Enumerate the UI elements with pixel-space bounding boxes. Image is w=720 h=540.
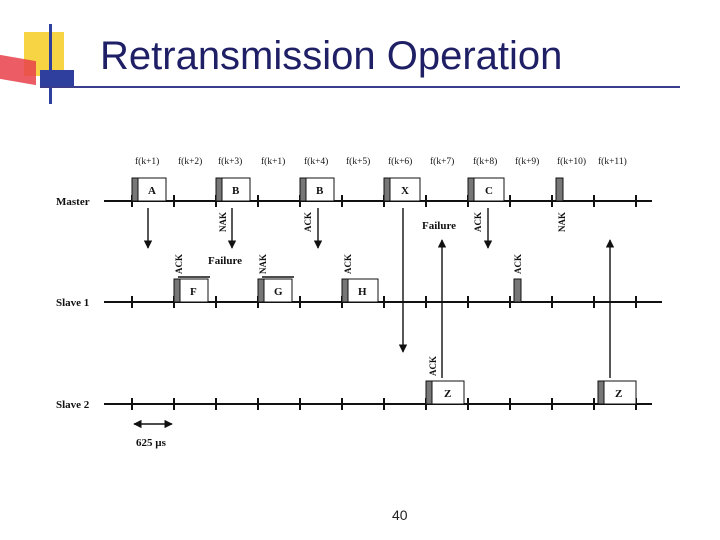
slave2-packet-z: Z xyxy=(425,380,465,405)
svg-text:X: X xyxy=(401,185,409,197)
ack-nak-labels: NAK ACK ACK NAK ACK NAK ACK ACK ACK xyxy=(174,212,567,376)
logo-vertical-line xyxy=(49,24,52,104)
freq-label: f(k+1) xyxy=(135,156,159,167)
transmission-arrows xyxy=(143,208,615,378)
row-label-slave2: Slave 2 xyxy=(56,399,90,411)
slot-duration-marker: 625 µs xyxy=(133,419,173,449)
title-underline xyxy=(40,86,680,88)
svg-text:C: C xyxy=(485,185,493,197)
failure-label-slave1: Failure xyxy=(208,255,242,267)
master-packet-b: B xyxy=(215,177,251,202)
frequency-labels: f(k+1) f(k+2) f(k+3) f(k+1) f(k+4) f(k+5… xyxy=(135,156,627,167)
slave1-packet-f: F xyxy=(173,278,209,303)
nak-label: NAK xyxy=(218,212,228,232)
slave1-empty-slot xyxy=(513,278,522,303)
freq-label: f(k+5) xyxy=(346,156,370,167)
master-packet-c: C xyxy=(467,177,505,202)
ack-label: ACK xyxy=(513,254,523,274)
page-number: 40 xyxy=(392,507,408,523)
slave1-packet-h: H xyxy=(341,278,379,303)
svg-text:B: B xyxy=(316,185,324,197)
svg-text:F: F xyxy=(190,286,197,298)
master-packet-a: A xyxy=(131,177,167,202)
slot-duration-label: 625 µs xyxy=(136,437,167,449)
freq-label: f(k+11) xyxy=(598,156,627,167)
ack-label: ACK xyxy=(303,212,313,232)
freq-label: f(k+9) xyxy=(515,156,539,167)
master-packet-x: X xyxy=(383,177,421,202)
logo-blue-block xyxy=(40,70,74,88)
svg-text:Z: Z xyxy=(444,388,451,400)
slave1-packet-g: G xyxy=(257,278,293,303)
ack-label: ACK xyxy=(473,212,483,232)
svg-text:A: A xyxy=(148,185,156,197)
svg-text:Z: Z xyxy=(615,388,622,400)
master-empty-slot xyxy=(555,177,564,202)
svg-text:G: G xyxy=(274,286,283,298)
slave2-packet-z-retransmit: Z xyxy=(597,380,637,405)
freq-label: f(k+2) xyxy=(178,156,202,167)
nak-label: NAK xyxy=(557,212,567,232)
master-packet-b-retransmit: B xyxy=(299,177,335,202)
nak-label: NAK xyxy=(258,254,268,274)
row-label-slave1: Slave 1 xyxy=(56,297,89,309)
freq-label: f(k+6) xyxy=(388,156,412,167)
ack-label: ACK xyxy=(343,254,353,274)
page-title: Retransmission Operation xyxy=(100,34,563,78)
freq-label: f(k+3) xyxy=(218,156,242,167)
freq-label: f(k+1) xyxy=(261,156,285,167)
freq-label: f(k+7) xyxy=(430,156,454,167)
svg-text:B: B xyxy=(232,185,240,197)
failure-label-master: Failure xyxy=(422,220,456,232)
ack-label: ACK xyxy=(174,254,184,274)
freq-label: f(k+10) xyxy=(557,156,586,167)
ack-label: ACK xyxy=(428,356,438,376)
freq-label: f(k+8) xyxy=(473,156,497,167)
svg-text:H: H xyxy=(358,286,367,298)
row-label-master: Master xyxy=(56,196,90,208)
freq-label: f(k+4) xyxy=(304,156,328,167)
